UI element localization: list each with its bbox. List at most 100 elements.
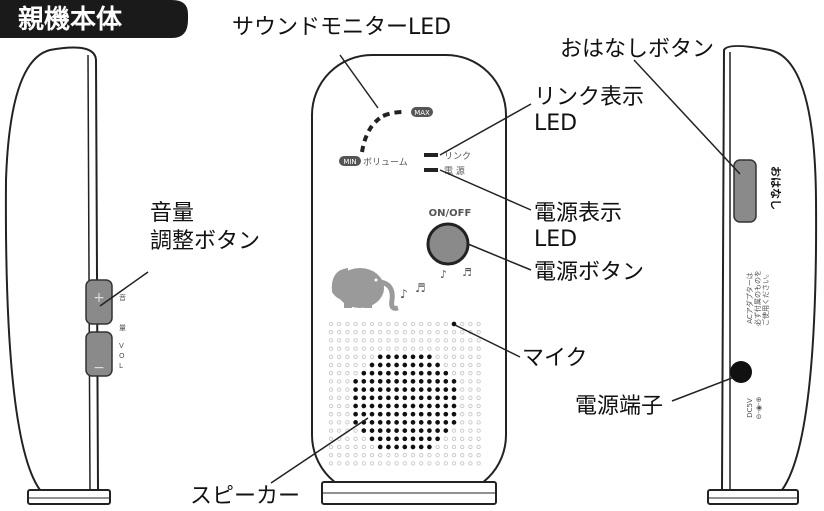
- speaker-hole-active: [386, 379, 391, 384]
- speaker-hole: [394, 453, 399, 458]
- speaker-hole: [468, 461, 473, 466]
- speaker-hole-active: [386, 403, 391, 409]
- speaker-hole: [353, 354, 358, 359]
- vol-l: L: [119, 362, 123, 370]
- speaker-hole: [353, 346, 358, 351]
- speaker-hole-active: [451, 321, 457, 327]
- speaker-hole: [410, 346, 416, 351]
- speaker-hole: [468, 346, 473, 351]
- speaker-hole-active: [427, 387, 432, 392]
- speaker-hole: [353, 436, 358, 441]
- speaker-hole: [328, 403, 334, 409]
- volume-down-button[interactable]: [85, 331, 113, 377]
- speaker-hole-active: [418, 436, 424, 442]
- speaker-hole: [476, 362, 481, 368]
- speaker-hole-active: [435, 362, 440, 368]
- volume-label: ボリューム: [363, 157, 408, 168]
- speaker-hole: [328, 412, 334, 417]
- speaker-hole: [386, 461, 391, 466]
- speaker-hole-active: [369, 403, 375, 409]
- speaker-hole-active: [410, 370, 416, 376]
- speaker-hole-active: [435, 395, 440, 401]
- speaker-hole: [394, 321, 399, 327]
- speaker-hole: [328, 461, 334, 466]
- power-led-label: 電 源: [444, 166, 465, 177]
- svg-text:♬: ♬: [462, 266, 472, 279]
- speaker-hole: [419, 453, 424, 458]
- power-jack-callout: 電源端子: [575, 394, 663, 419]
- speaker-hole: [328, 321, 334, 327]
- speaker-hole-active: [418, 370, 424, 376]
- speaker-hole-active: [427, 403, 432, 409]
- volume-up-button[interactable]: [85, 279, 113, 325]
- speaker-hole-active: [377, 420, 383, 425]
- power-button[interactable]: [426, 222, 470, 266]
- speaker-hole: [460, 387, 465, 392]
- speaker-hole: [353, 338, 358, 343]
- speaker-hole: [468, 444, 473, 450]
- speaker-hole-active: [402, 362, 408, 368]
- vol-o: O: [119, 352, 125, 360]
- speaker-hole-active: [377, 387, 383, 392]
- speaker-hole-active: [394, 403, 399, 409]
- speaker-hole-active: [435, 403, 440, 409]
- talk-button[interactable]: [733, 159, 757, 223]
- speaker-hole: [443, 453, 448, 458]
- speaker-hole: [435, 453, 440, 458]
- speaker-hole: [369, 444, 375, 450]
- title-badge: 親機本体: [0, 0, 188, 38]
- speaker-hole-active: [386, 444, 391, 450]
- speaker-hole: [460, 412, 465, 417]
- speaker-hole-active: [435, 436, 440, 442]
- speaker-hole: [451, 346, 457, 351]
- speaker-hole: [345, 346, 350, 351]
- speaker-hole: [476, 428, 481, 433]
- speaker-hole: [443, 321, 448, 327]
- speaker-hole-active: [386, 387, 391, 392]
- speaker-hole: [328, 395, 334, 400]
- speaker-hole: [443, 338, 448, 343]
- front-view: MAX MIN ボリューム リンク 電 源 ON/OFF ♪ ♬ ♪ ♬: [311, 54, 507, 505]
- speaker-hole-active: [410, 420, 416, 425]
- speaker-hole-active: [369, 395, 375, 401]
- speaker-hole-active: [369, 370, 375, 376]
- speaker-hole: [460, 379, 465, 384]
- speaker-hole-active: [402, 428, 408, 433]
- speaker-hole-active: [369, 436, 375, 442]
- speaker-hole: [460, 403, 465, 409]
- speaker-hole: [361, 346, 366, 351]
- speaker-hole-active: [361, 411, 367, 417]
- speaker-hole: [410, 461, 416, 466]
- speaker-hole: [451, 362, 457, 368]
- dc-rating: DC5V: [746, 398, 754, 418]
- speaker-hole: [419, 338, 424, 343]
- speaker-hole: [476, 338, 481, 343]
- speaker-hole-active: [443, 403, 449, 409]
- left-side-view: + − 音 量 V O L: [4, 46, 126, 505]
- speaker-hole: [345, 403, 350, 409]
- speaker-hole-active: [443, 395, 449, 401]
- speaker-hole: [468, 428, 473, 433]
- speaker-hole: [468, 379, 473, 384]
- svg-text:♪: ♪: [440, 268, 447, 281]
- speaker-hole: [476, 354, 481, 359]
- power-button-callout: 電源ボタン: [534, 260, 644, 285]
- speaker-hole: [328, 428, 334, 433]
- speaker-hole: [337, 346, 342, 351]
- speaker-hole-active: [418, 379, 424, 384]
- speaker-hole: [369, 346, 375, 351]
- speaker-hole: [378, 453, 383, 458]
- speaker-hole: [443, 362, 448, 368]
- speaker-hole-active: [418, 428, 424, 433]
- speaker-hole: [476, 453, 481, 458]
- speaker-hole: [451, 444, 457, 450]
- speaker-hole-active: [418, 411, 424, 417]
- speaker-hole: [369, 354, 375, 359]
- svg-text:♪: ♪: [400, 287, 408, 301]
- speaker-hole: [476, 403, 481, 409]
- speaker-hole-active: [369, 420, 375, 425]
- ac-note-1: ACアダプターは: [745, 272, 754, 324]
- speaker-hole: [337, 379, 342, 384]
- speaker-hole: [476, 346, 481, 351]
- speaker-hole-active: [377, 411, 383, 417]
